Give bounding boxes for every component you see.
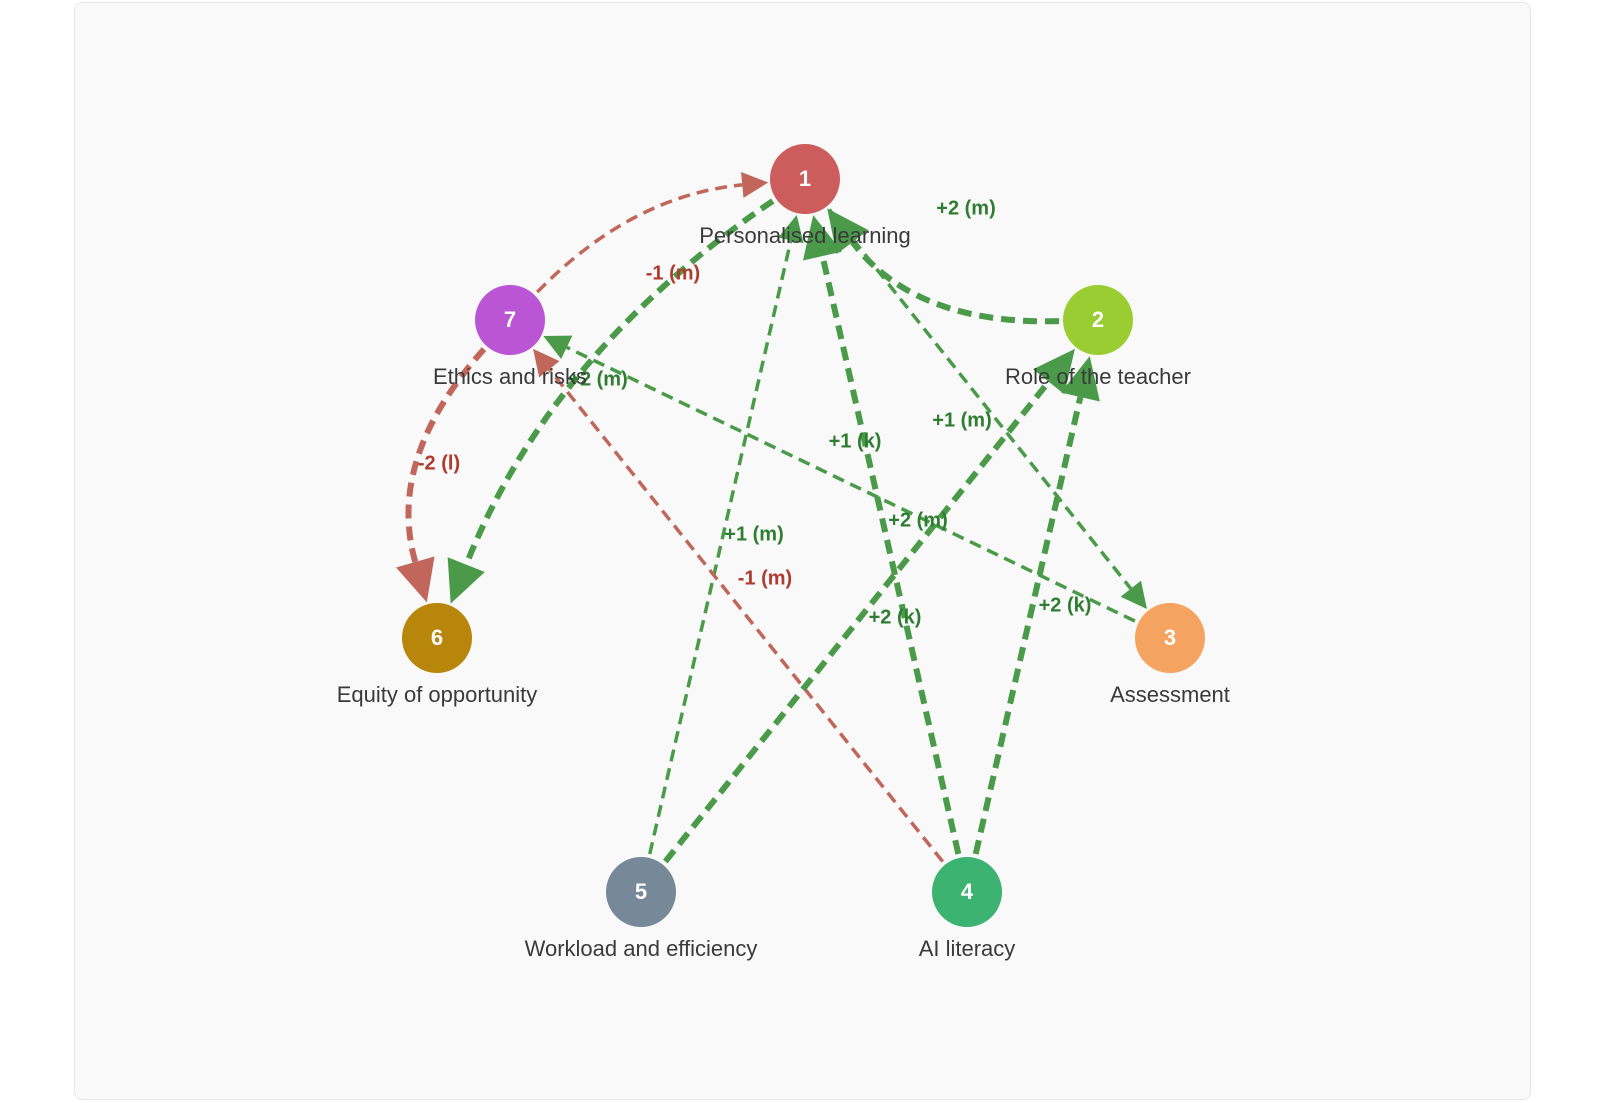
node-3-label: Assessment: [1110, 682, 1230, 707]
node-5-circle[interactable]: [606, 857, 676, 927]
node-4-circle[interactable]: [932, 857, 1002, 927]
edge-7-to-1: [535, 183, 743, 294]
edge-5-to-2-arrowhead: [1033, 348, 1075, 395]
edge-7-to-6-arrowhead: [396, 556, 435, 603]
edge-5-to-1-arrowhead: [778, 215, 804, 244]
edge-1-to-6: [463, 198, 775, 566]
node-7-label: Ethics and risks: [433, 364, 587, 389]
node-2-number: 2: [1092, 307, 1104, 332]
node-1-circle[interactable]: [770, 144, 840, 214]
edge-4-to-1-arrowhead: [803, 215, 843, 261]
edge-5-to-1: [648, 240, 793, 855]
edge-label-4-to-1: +2 (m): [888, 509, 947, 531]
node-4-label: AI literacy: [919, 936, 1016, 961]
edge-1-to-3-arrowhead: [1120, 580, 1147, 610]
edge-label-3-to-7: +1 (k): [829, 430, 882, 452]
edge-1-to-3: [827, 208, 1133, 590]
edge-7-to-1-arrowhead: [741, 171, 769, 198]
node-3-number: 3: [1164, 625, 1176, 650]
node-6-label: Equity of opportunity: [337, 682, 538, 707]
edge-label-7-to-1: -1 (m): [646, 262, 700, 284]
node-7-circle[interactable]: [475, 285, 545, 355]
edge-7-to-6: [405, 347, 487, 563]
node-5-number: 5: [635, 879, 647, 904]
edge-4-to-7: [547, 368, 945, 863]
node-7-number: 7: [504, 307, 516, 332]
edge-3-to-7-arrowhead: [543, 335, 573, 360]
edge-label-5-to-2: +2 (k): [869, 606, 922, 628]
node-5-label: Workload and efficiency: [525, 936, 758, 961]
edge-2-to-1: [850, 240, 1060, 325]
node-4[interactable]: 4 AI literacy: [919, 857, 1016, 961]
edge-4-to-2: [972, 396, 1084, 855]
node-3-circle[interactable]: [1135, 603, 1205, 673]
node-1-number: 1: [799, 166, 811, 191]
edge-label-4-to-7: -1 (m): [738, 567, 792, 589]
node-2-label: Role of the teacher: [1005, 364, 1191, 389]
edge-label-7-to-6: -2 (l): [418, 452, 460, 474]
node-2-circle[interactable]: [1063, 285, 1133, 355]
edge-label-2-to-1: +2 (m): [936, 197, 995, 219]
node-4-number: 4: [961, 879, 974, 904]
edge-label-1-to-3: +1 (m): [932, 409, 991, 431]
node-1-label: Personalised learning: [699, 223, 911, 248]
edge-4-to-7-arrowhead: [533, 348, 560, 378]
edge-1-to-6-arrowhead: [447, 557, 485, 604]
edge-5-to-2: [663, 379, 1052, 864]
edge-4-to-1: [819, 255, 962, 855]
node-6-number: 6: [431, 625, 443, 650]
edge-label-4-to-2: +2 (k): [1039, 594, 1092, 616]
edge-label-1-to-6: +2 (m): [568, 368, 627, 390]
edge-4-to-2-arrowhead: [1060, 356, 1100, 402]
edge-label-5-to-1: +1 (m): [724, 523, 783, 545]
node-6-circle[interactable]: [402, 603, 472, 673]
